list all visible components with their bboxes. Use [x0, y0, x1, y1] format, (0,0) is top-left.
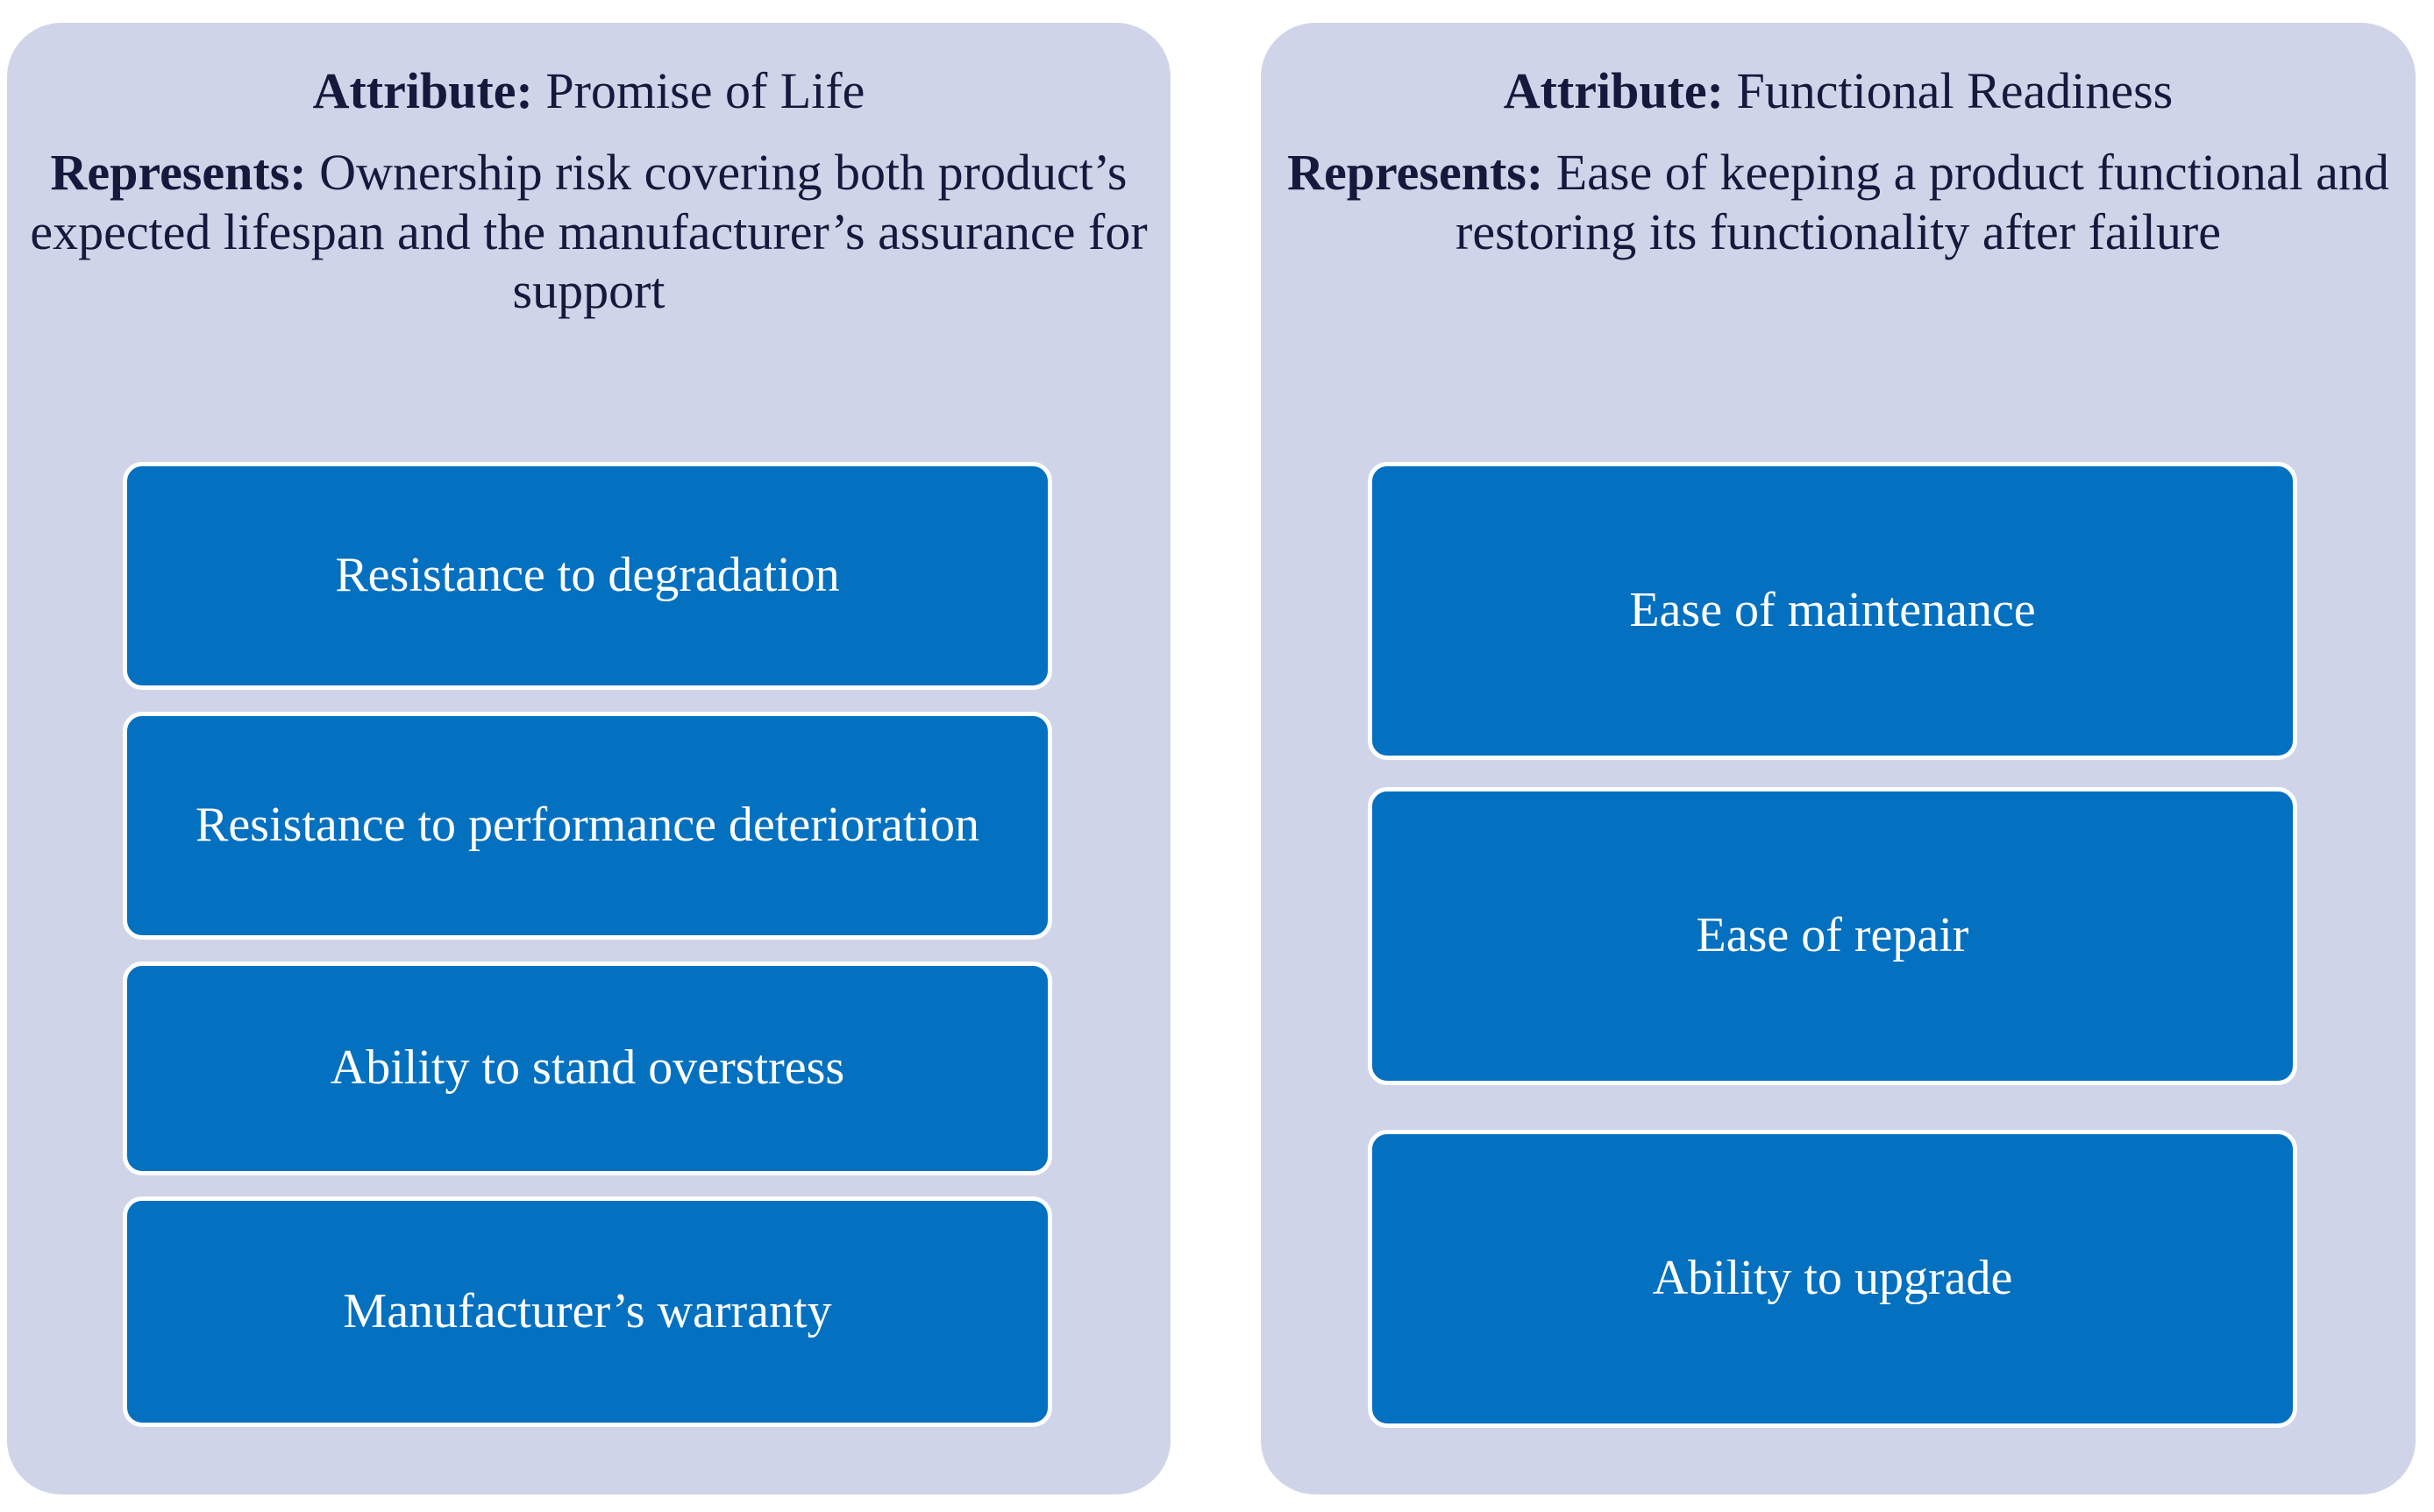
node-box-label: Resistance to performance deterioration: [195, 798, 980, 853]
node-box-ability-to-upgrade[interactable]: Ability to upgrade: [1368, 1130, 2297, 1428]
panel-header-functional-readiness: Attribute: Functional Readiness Represen…: [1261, 61, 2416, 261]
represents-value: Ownership risk covering both product’s e…: [30, 144, 1148, 319]
node-box-ability-to-stand-overstress[interactable]: Ability to stand overstress: [123, 962, 1052, 1175]
node-box-label: Ease of maintenance: [1629, 583, 2036, 638]
represents-line: Represents: Ease of keeping a product fu…: [1284, 143, 2393, 261]
attribute-label: Attribute:: [1503, 62, 1724, 119]
node-box-ease-of-maintenance[interactable]: Ease of maintenance: [1368, 462, 2297, 760]
node-box-label: Ability to stand overstress: [330, 1040, 845, 1096]
represents-value: Ease of keeping a product functional and…: [1455, 144, 2389, 260]
node-box-label: Resistance to degradation: [335, 548, 840, 603]
represents-label: Represents:: [50, 144, 307, 202]
node-box-label: Manufacturer’s warranty: [343, 1283, 832, 1338]
attribute-value: Functional Readiness: [1724, 62, 2174, 119]
panel-header-promise-of-life: Attribute: Promise of Life Represents: O…: [7, 61, 1171, 320]
attribute-line: Attribute: Promise of Life: [30, 61, 1148, 120]
node-box-resistance-to-performance-deterioration[interactable]: Resistance to performance deterioration: [123, 712, 1052, 940]
represents-line: Represents: Ownership risk covering both…: [30, 143, 1148, 320]
attribute-label: Attribute:: [312, 62, 533, 119]
attribute-line: Attribute: Functional Readiness: [1284, 61, 2393, 120]
node-box-label: Ability to upgrade: [1652, 1251, 2013, 1306]
node-box-ease-of-repair[interactable]: Ease of repair: [1368, 787, 2297, 1085]
node-box-manufacturers-warranty[interactable]: Manufacturer’s warranty: [123, 1196, 1052, 1427]
node-box-label: Ease of repair: [1696, 908, 1969, 963]
attribute-value: Promise of Life: [532, 62, 865, 119]
node-box-resistance-to-degradation[interactable]: Resistance to degradation: [123, 462, 1052, 690]
represents-label: Represents:: [1287, 144, 1544, 202]
